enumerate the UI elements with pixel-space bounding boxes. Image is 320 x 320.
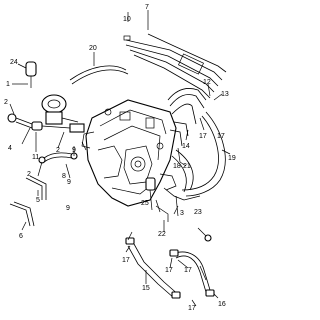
- callout-labels: 7 10 20 24 1 2 12 13 17 17 14 19 18 21 4…: [4, 4, 236, 312]
- callout-17-f: 17: [188, 305, 196, 312]
- callout-2-a: 2: [4, 99, 8, 106]
- callout-9-a: 9: [72, 147, 76, 154]
- callout-3: 3: [180, 210, 184, 217]
- left-fittings: [7, 61, 87, 227]
- callout-9-c: 9: [66, 205, 70, 212]
- callout-10: 10: [123, 16, 131, 23]
- parts-diagram: 7 10 20 24 1 2 12 13 17 17 14 19 18 21 4…: [4, 4, 236, 312]
- hose-bundle: [123, 33, 227, 99]
- callout-4: 4: [8, 145, 12, 152]
- callout-13: 13: [221, 91, 229, 98]
- carburetor-assembly: [81, 99, 177, 207]
- callout-8: 8: [62, 173, 66, 180]
- callout-17-c: 17: [122, 257, 130, 264]
- callout-20: 20: [89, 45, 97, 52]
- egr-valve: [41, 94, 79, 125]
- callout-17-e: 17: [184, 267, 192, 274]
- callout-5: 5: [36, 197, 40, 204]
- callout-23: 23: [194, 209, 202, 216]
- leader-lines: [9, 10, 231, 307]
- callout-11: 11: [32, 154, 39, 161]
- callout-2-c: 2: [27, 171, 31, 178]
- callout-6: 6: [19, 233, 23, 240]
- callout-1: 1: [6, 81, 10, 88]
- callout-19: 19: [228, 155, 236, 162]
- callout-18: 18: [173, 163, 181, 170]
- callout-17-a: 17: [199, 133, 207, 140]
- callout-9-b: 9: [67, 179, 71, 186]
- callout-12: 12: [203, 79, 211, 86]
- callout-14: 14: [182, 143, 190, 150]
- callout-22: 22: [158, 231, 166, 238]
- callout-7: 7: [145, 4, 149, 11]
- callout-15: 15: [142, 285, 150, 292]
- callout-25: 25: [141, 200, 149, 207]
- callout-17-d: 17: [165, 267, 173, 274]
- callout-16: 16: [218, 301, 226, 308]
- callout-24: 24: [10, 59, 18, 66]
- callout-2-b: 2: [56, 147, 60, 154]
- bottom-hoses: [125, 227, 215, 299]
- callout-21: 21: [183, 163, 191, 170]
- callout-17-b: 17: [217, 133, 225, 140]
